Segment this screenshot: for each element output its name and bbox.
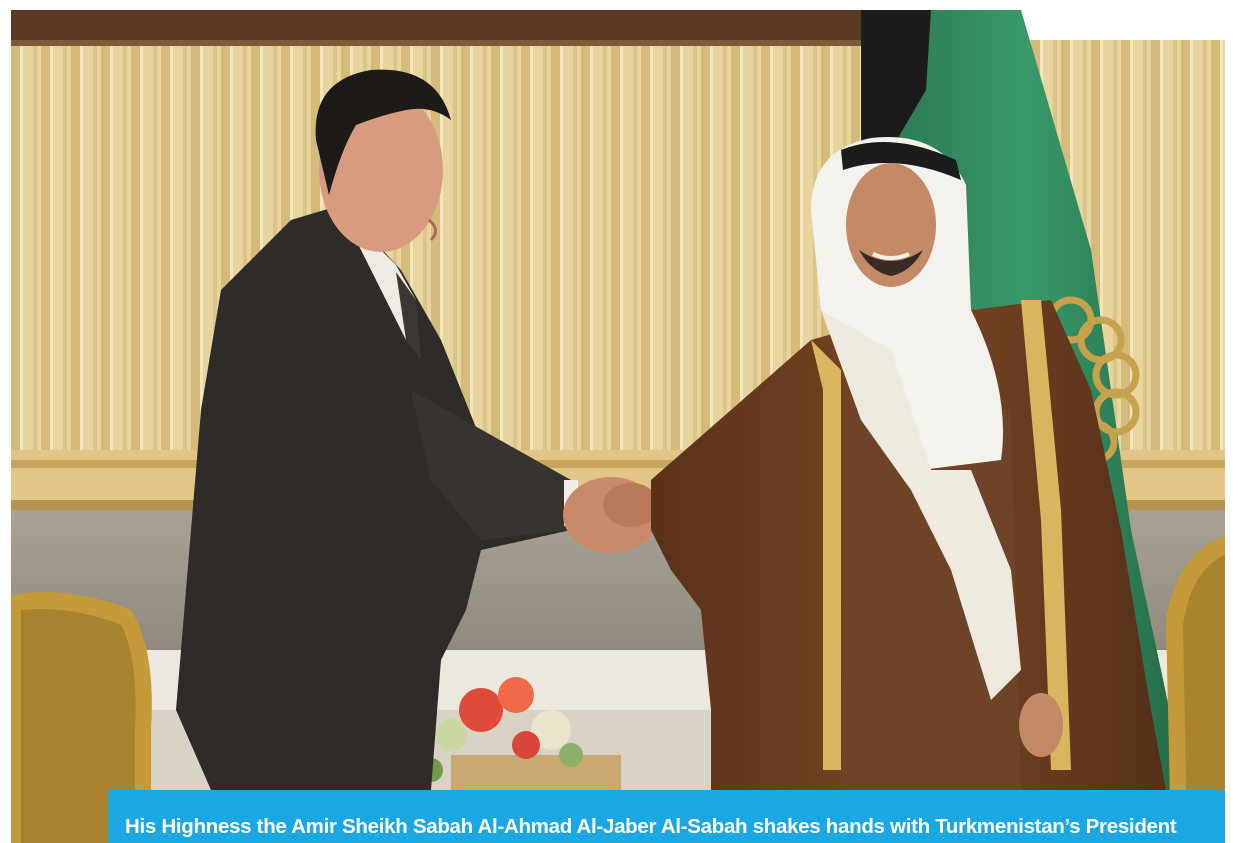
caption-bar: His Highness the Amir Sheikh Sabah Al-Ah… <box>108 790 1225 843</box>
left-armchair <box>11 592 152 843</box>
photo-illustration <box>11 10 1225 843</box>
photo-caption: His Highness the Amir Sheikh Sabah Al-Ah… <box>125 815 1177 838</box>
right-armchair <box>1166 535 1225 843</box>
news-photo <box>11 10 1225 843</box>
handshake <box>563 477 659 553</box>
man-in-suit <box>176 69 578 790</box>
man-in-bisht <box>651 136 1166 790</box>
